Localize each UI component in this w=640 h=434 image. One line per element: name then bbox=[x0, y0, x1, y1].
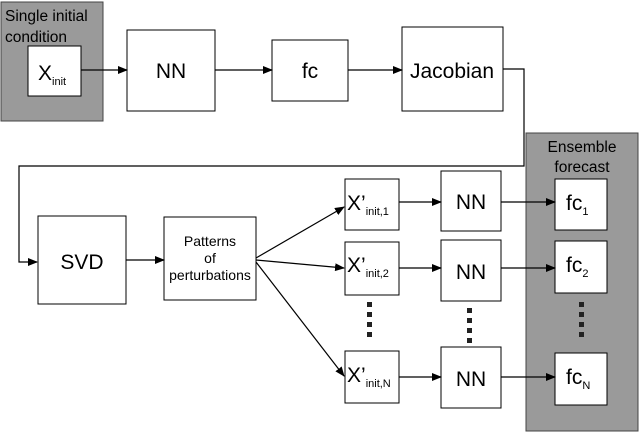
nn-member-n-label: NN bbox=[456, 368, 486, 391]
arrow-jacobian-to-svd bbox=[18, 68, 525, 266]
initial-condition-title-line1: Single initial bbox=[5, 8, 88, 25]
x-init-1-box bbox=[344, 178, 400, 231]
nn-member-n-box bbox=[440, 346, 502, 409]
x-init-label: Xinit bbox=[38, 62, 66, 88]
ellipsis-dots-nn bbox=[467, 308, 472, 343]
fc-1-box bbox=[554, 178, 608, 231]
ellipsis-dots-fc bbox=[579, 302, 584, 337]
x-init-2-label: X’init,2 bbox=[347, 254, 389, 280]
ensemble-forecast-title-line1: Ensemble bbox=[548, 139, 617, 156]
fc-box bbox=[271, 39, 349, 102]
fc-n-label: fcN bbox=[566, 366, 590, 392]
svd-label: SVD bbox=[60, 251, 103, 274]
nn-member-1-box bbox=[440, 170, 502, 232]
arrow-patterns-to-xinit-n bbox=[255, 261, 345, 377]
patterns-label-line2: of bbox=[204, 250, 216, 266]
fc-n-box bbox=[554, 352, 608, 406]
nn-label: NN bbox=[156, 60, 186, 83]
nn-member-1-label: NN bbox=[456, 191, 486, 214]
x-init-1-label: X’init,1 bbox=[347, 192, 389, 218]
patterns-label-line1: Patterns bbox=[184, 233, 236, 249]
svd-box bbox=[37, 215, 127, 305]
jacobian-label: Jacobian bbox=[410, 60, 494, 83]
initial-condition-title-line2: condition bbox=[5, 29, 67, 46]
ellipsis-dots-xinit bbox=[367, 302, 372, 337]
nn-box bbox=[126, 29, 216, 112]
arrow-patterns-to-xinit-1 bbox=[255, 206, 345, 259]
fc-2-label: fc2 bbox=[566, 254, 588, 280]
x-init-box bbox=[27, 45, 82, 97]
x-init-n-label: X’init,N bbox=[347, 364, 391, 390]
nn-member-2-box bbox=[440, 239, 502, 302]
x-init-n-box bbox=[344, 350, 400, 404]
arrow-patterns-to-xinit-2 bbox=[255, 259, 345, 272]
patterns-label-line3: perturbations bbox=[169, 267, 251, 283]
x-init-2-box bbox=[344, 241, 400, 296]
fc-1-label: fc1 bbox=[566, 192, 588, 218]
jacobian-box bbox=[401, 26, 504, 112]
nn-member-2-label: NN bbox=[456, 261, 486, 284]
fc-2-box bbox=[554, 240, 608, 294]
fc-label: fc bbox=[302, 60, 318, 83]
ensemble-forecast-title-line2: forecast bbox=[554, 159, 610, 176]
